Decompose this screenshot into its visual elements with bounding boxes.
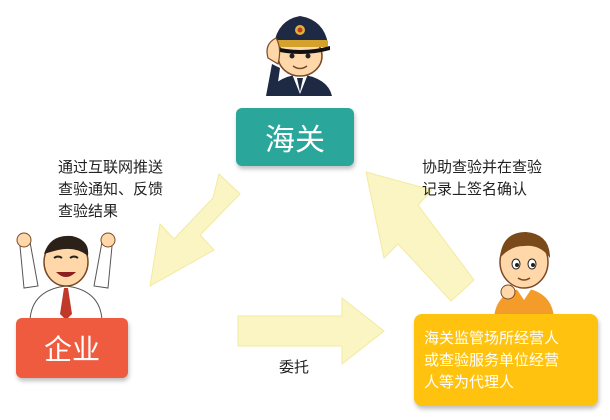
edge-label-line-2: 记录上签名确认: [422, 180, 528, 198]
edge-label-enterprise-to-agent: 委托: [279, 358, 310, 376]
agent-node: 海关监管场所经营人 或查验服务单位经营 人等为代理人: [414, 314, 598, 406]
arrow-enterprise-to-agent: [237, 296, 385, 366]
agent-label-line-3: 人等为代理人: [424, 373, 515, 391]
arrow-customs-to-enterprise: [149, 173, 241, 287]
edge-label-line-3: 查验结果: [58, 202, 119, 220]
edge-label-line-1: 协助查验并在查验: [422, 158, 543, 176]
agent-label-line-1: 海关监管场所经营人: [424, 329, 560, 347]
enterprise-node: 企业: [16, 318, 128, 378]
customs-officer-figure: [266, 16, 332, 96]
edge-label-customs-to-enterprise: 通过互联网推送 查验通知、反馈 查验结果: [58, 156, 198, 222]
enterprise-person-figure: [16, 232, 116, 321]
agent-label: 海关监管场所经营人 或查验服务单位经营 人等为代理人: [424, 327, 588, 393]
arrow-agent-to-customs: [365, 171, 475, 302]
edge-label-line-1: 通过互联网推送: [58, 158, 164, 176]
agent-label-line-2: 或查验服务单位经营: [424, 351, 560, 369]
edge-label-agent-to-customs: 协助查验并在查验 记录上签名确认: [422, 156, 602, 200]
enterprise-label: 企业: [43, 333, 100, 366]
customs-label: 海关: [265, 123, 325, 158]
agent-person-figure: [494, 232, 554, 318]
edge-label-line-2: 查验通知、反馈: [58, 180, 164, 198]
customs-node: 海关: [236, 108, 354, 166]
